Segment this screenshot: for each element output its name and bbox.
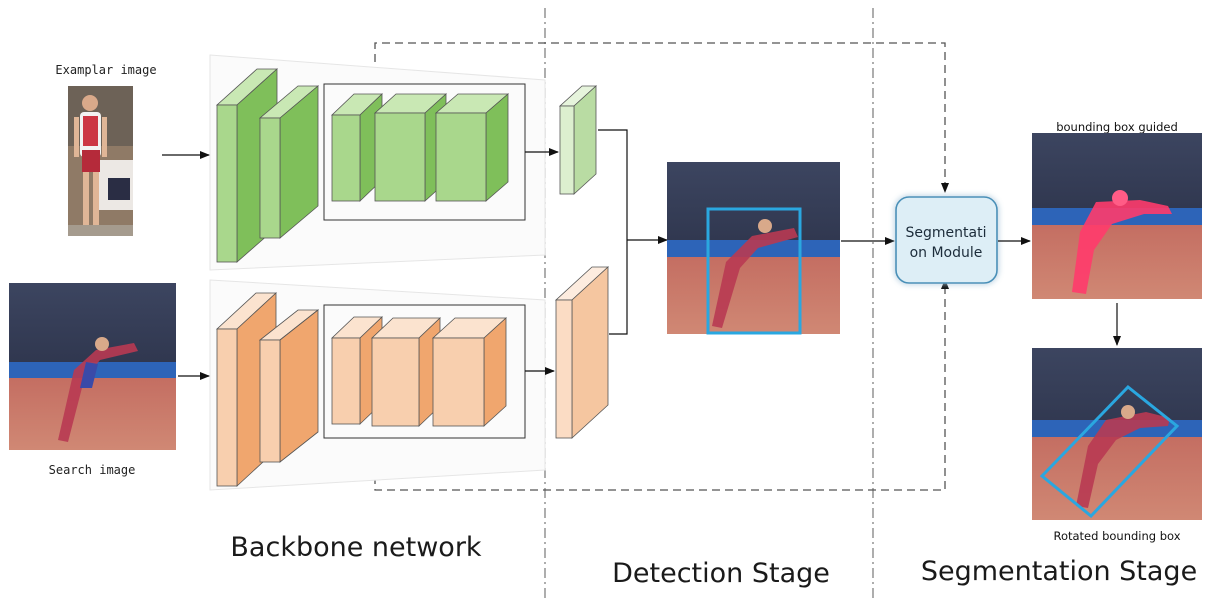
backbone-network-title: Backbone network bbox=[230, 532, 482, 563]
exemplar-image-label: Examplar image bbox=[55, 63, 156, 77]
segmentation-mask bbox=[1072, 200, 1172, 294]
exemplar-feature-map bbox=[558, 85, 598, 195]
rotated-bounding-box bbox=[1039, 384, 1180, 519]
orange-block-2 bbox=[258, 309, 320, 463]
green-block-3 bbox=[331, 93, 383, 202]
search-image bbox=[9, 283, 176, 450]
rotated-box-image bbox=[1032, 348, 1202, 520]
segmentation-module: Segmentati on Module bbox=[895, 196, 998, 284]
skip-connection-bottom bbox=[374, 279, 949, 491]
green-block-5 bbox=[434, 93, 510, 202]
skip-connection-top bbox=[374, 42, 949, 193]
green-block-4 bbox=[373, 93, 448, 202]
search-feature-map bbox=[554, 266, 610, 439]
exemplar-image bbox=[68, 86, 133, 236]
rotated-caption: Rotated bounding box bbox=[1053, 529, 1180, 543]
segmentation-mask-image bbox=[1032, 133, 1202, 299]
module-label-line2: on Module bbox=[910, 245, 983, 261]
exemplar-backbone bbox=[215, 68, 526, 263]
detection-result-image bbox=[667, 162, 840, 335]
search-image-label: Search image bbox=[49, 463, 136, 477]
mask-caption-line1: bounding box guided bbox=[1056, 120, 1178, 134]
detection-stage-title: Detection Stage bbox=[612, 558, 830, 589]
segmentation-stage-title: Segmentation Stage bbox=[921, 556, 1197, 587]
orange-block-4 bbox=[371, 317, 441, 427]
module-label-line1: Segmentati bbox=[906, 225, 987, 241]
detection-bounding-box bbox=[706, 207, 802, 335]
search-backbone bbox=[215, 292, 526, 487]
green-block-2 bbox=[258, 85, 320, 239]
orange-block-5 bbox=[431, 317, 508, 427]
merge-connector bbox=[598, 129, 628, 335]
